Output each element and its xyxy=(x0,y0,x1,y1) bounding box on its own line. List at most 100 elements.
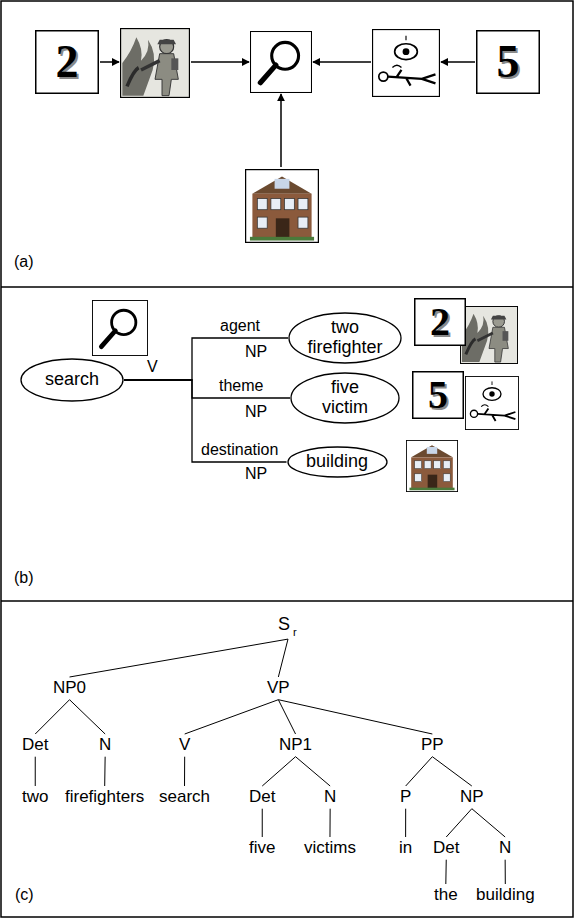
search-icon xyxy=(92,300,147,355)
tree-branch xyxy=(70,700,106,734)
role-label: agent xyxy=(218,317,262,335)
tree-category: N xyxy=(499,839,511,858)
panel-letter: (b) xyxy=(14,569,34,587)
role-text: search xyxy=(45,370,99,390)
tree-word: search xyxy=(159,788,210,807)
victim-icon xyxy=(465,376,518,429)
number-box: 5 xyxy=(476,30,540,94)
box-border xyxy=(36,31,99,94)
tree-category: V xyxy=(179,736,190,755)
search-icon xyxy=(251,32,312,93)
text-stack: building xyxy=(306,452,368,472)
flow-arrows xyxy=(100,62,475,167)
panel-letter: (a) xyxy=(14,253,34,271)
tree-category: Det xyxy=(249,788,275,807)
tree-word: two xyxy=(22,788,48,807)
tree-branch xyxy=(184,757,185,786)
tree-branch xyxy=(104,757,105,786)
tree-category: Det xyxy=(22,736,48,755)
tree-category: NP1 xyxy=(279,736,312,755)
tree-category: P xyxy=(400,788,411,807)
firefighter-icon xyxy=(460,306,517,363)
flow-arrow xyxy=(313,61,371,63)
tree-branch xyxy=(296,757,331,786)
building-icon xyxy=(406,440,457,491)
number-text: 2 xyxy=(56,39,79,85)
flow-arrow xyxy=(100,61,119,63)
tree-word: victims xyxy=(304,839,356,858)
tree-category: NP0 xyxy=(53,679,86,698)
ellipse-border xyxy=(289,313,401,363)
tree-category: NP xyxy=(460,788,484,807)
tree-branch xyxy=(35,757,36,786)
building-icon xyxy=(246,170,319,243)
tree-branch xyxy=(406,757,433,786)
tree-branch xyxy=(329,809,330,837)
text-stack: 5 xyxy=(497,39,520,85)
number-text: 5 xyxy=(428,375,448,415)
tree-word: five xyxy=(249,839,275,858)
text-stack: five victim xyxy=(322,378,368,418)
tree-word: firefighters xyxy=(65,788,144,807)
tree-branch xyxy=(432,757,471,786)
victim-icon xyxy=(373,30,440,97)
role-label: theme xyxy=(217,377,265,395)
flow-arrow xyxy=(280,94,282,167)
tree-category: N xyxy=(324,788,336,807)
tree-branch xyxy=(278,639,288,677)
tree-root-subscript: r xyxy=(293,626,297,638)
tree-branch xyxy=(446,809,472,837)
box-border xyxy=(477,31,540,94)
number-text: 5 xyxy=(497,39,520,85)
category-label: NP xyxy=(245,403,267,421)
tree-branch xyxy=(472,809,505,837)
tree-branch xyxy=(405,809,406,837)
number-text: 2 xyxy=(430,302,450,342)
tree-branch xyxy=(35,700,69,734)
category-label: V xyxy=(147,358,158,376)
panel-divider xyxy=(1,286,573,288)
flow-arrow xyxy=(191,61,249,63)
category-label: NP xyxy=(245,465,267,483)
role-label: destination xyxy=(199,441,280,459)
panel-divider xyxy=(1,600,573,602)
role-connector xyxy=(124,338,288,380)
tree-category: VP xyxy=(267,679,290,698)
tree-branch xyxy=(278,700,432,734)
tree-branch xyxy=(262,809,263,837)
tree-category: PP xyxy=(421,736,444,755)
tree-word: building xyxy=(476,886,535,905)
tree-word: the xyxy=(434,886,458,905)
text-stack: 5 xyxy=(428,375,448,415)
text-stack: two firefighter xyxy=(307,318,382,358)
tree-word: in xyxy=(399,839,412,858)
tree-branch xyxy=(445,860,446,884)
tree-category: N xyxy=(99,736,111,755)
tree-branch xyxy=(70,639,288,677)
role-ellipse: five victim xyxy=(290,372,400,424)
tree-branch xyxy=(505,860,506,884)
number-box: 2 xyxy=(35,30,99,94)
ellipse-border xyxy=(288,447,387,477)
text-stack: search xyxy=(45,370,99,390)
tree-branch xyxy=(278,700,295,734)
role-text: building xyxy=(306,452,368,472)
role-ellipse: building xyxy=(287,446,388,478)
tree-category: Det xyxy=(433,839,459,858)
number-box: 2 xyxy=(414,298,466,346)
role-text: five victim xyxy=(322,378,368,418)
category-label: NP xyxy=(245,343,267,361)
tree-branch xyxy=(185,700,279,734)
tree-branch xyxy=(262,757,295,786)
text-stack: 2 xyxy=(430,302,450,342)
tree-root: S xyxy=(278,615,290,635)
number-box: 5 xyxy=(412,371,464,419)
ellipse-border xyxy=(21,359,123,401)
box-border xyxy=(413,372,464,419)
firefighter-icon xyxy=(121,29,190,98)
text-stack: 2 xyxy=(56,39,79,85)
